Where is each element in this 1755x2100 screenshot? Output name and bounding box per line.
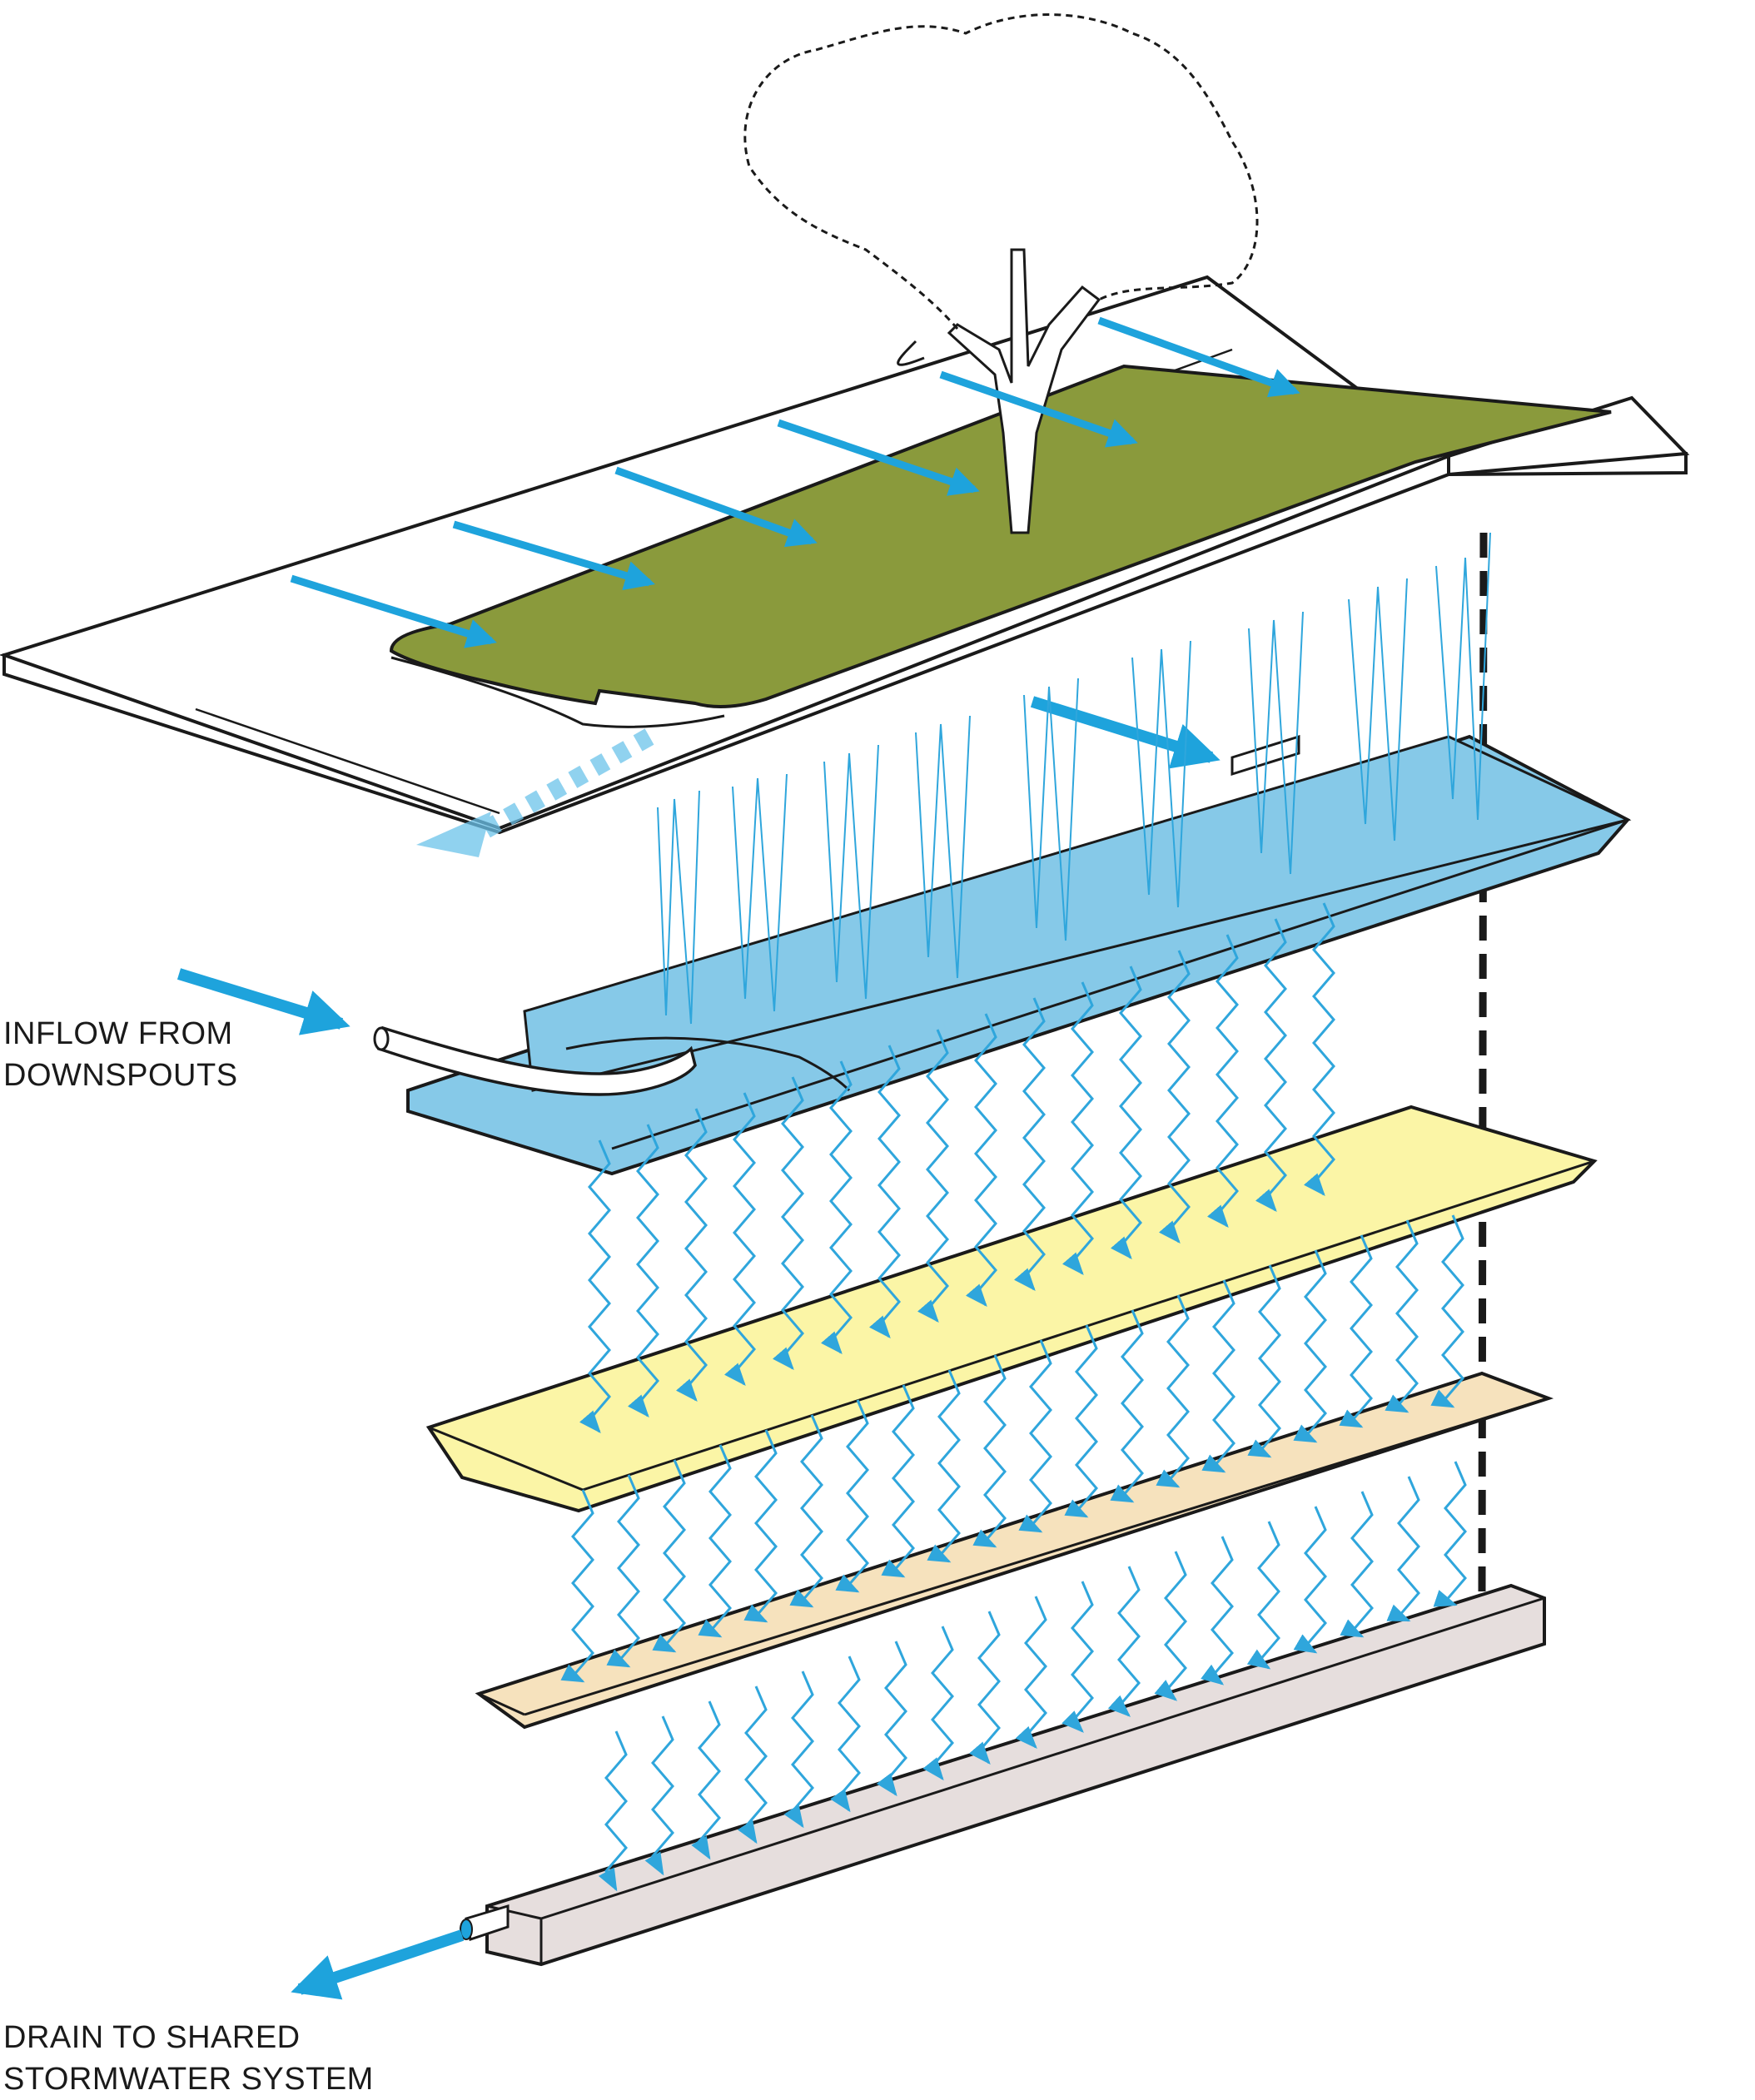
infiltration-zigzag bbox=[627, 1124, 659, 1418]
infiltration-zigzag bbox=[972, 1354, 1007, 1548]
infiltration-zigzag bbox=[723, 1092, 756, 1387]
infiltration-zigzag bbox=[868, 1045, 901, 1339]
inflow-arrow-street bbox=[1030, 696, 1221, 769]
infiltration-zigzag bbox=[1158, 950, 1191, 1244]
infiltration-zigzag bbox=[1255, 918, 1287, 1213]
infiltration-zigzag bbox=[1064, 1324, 1098, 1518]
infiltration-zigzag bbox=[1110, 966, 1142, 1260]
infiltration-zigzag bbox=[560, 1489, 594, 1683]
infiltration-zigzag bbox=[1061, 1581, 1094, 1733]
infiltration-zigzag bbox=[1430, 1214, 1464, 1408]
drain-arrow bbox=[291, 1929, 465, 2000]
infiltration-zigzag bbox=[965, 1013, 997, 1308]
infiltration-zigzag bbox=[1247, 1264, 1281, 1458]
infiltration-zigzag bbox=[1061, 981, 1094, 1276]
infiltration-zigzag bbox=[1340, 1491, 1374, 1638]
infiltration-zigzag bbox=[1154, 1551, 1187, 1701]
drain-label: DRAIN TO SHARED STORMWATER SYSTEM bbox=[3, 2017, 374, 2100]
surface-runoff-arrows bbox=[290, 316, 1300, 648]
infiltration-zigzag bbox=[820, 1060, 853, 1355]
infiltration-zigzag bbox=[1201, 1536, 1234, 1685]
ponding-water-layer bbox=[406, 734, 1632, 1176]
infiltration-zigzag bbox=[1293, 1506, 1327, 1654]
tree-icon bbox=[743, 13, 1259, 534]
infiltration-zigzag bbox=[917, 1029, 949, 1323]
infiltration-zigzag bbox=[1339, 1234, 1373, 1428]
infiltration-zigzag bbox=[772, 1076, 804, 1371]
infiltration-zigzag bbox=[698, 1444, 732, 1638]
gravel-layer bbox=[475, 1371, 1554, 1730]
infiltration-zigzag bbox=[1206, 934, 1239, 1229]
infiltration-zigzag bbox=[881, 1384, 915, 1578]
infiltration-zigzag bbox=[1015, 1596, 1047, 1749]
infiltration-zigzag bbox=[1246, 1521, 1280, 1670]
infiltration-zigzag bbox=[675, 1108, 708, 1402]
infiltration-zigzag bbox=[1386, 1476, 1420, 1622]
infiltration-zigzag bbox=[606, 1474, 640, 1668]
infiltration-zigzag bbox=[1293, 1249, 1327, 1443]
infiltration-zigzag bbox=[1201, 1279, 1235, 1473]
infiltration-zigzag bbox=[1018, 1339, 1052, 1533]
infiltration-zigzags bbox=[560, 902, 1467, 1892]
downspout-pipe bbox=[373, 1025, 697, 1096]
drain-label-line1: DRAIN TO SHARED bbox=[3, 2020, 301, 2055]
soil-media-layer bbox=[425, 1105, 1598, 1513]
infiltration-zigzag bbox=[743, 1429, 778, 1623]
infiltration-zigzag bbox=[783, 1671, 814, 1829]
inflow-label: INFLOW FROM DOWNSPOUTS bbox=[3, 1013, 238, 1096]
infiltration-zigzag bbox=[876, 1641, 907, 1797]
infiltration-zigzag bbox=[579, 1139, 611, 1434]
infiltration-zigzag bbox=[789, 1414, 823, 1608]
infiltration-zigzag bbox=[830, 1656, 861, 1813]
infiltration-zigzag bbox=[922, 1626, 954, 1781]
inflow-label-line2: DOWNSPOUTS bbox=[3, 1058, 238, 1093]
evapotranspiration-lines bbox=[657, 532, 1491, 1025]
infiltration-zigzag bbox=[1156, 1294, 1190, 1488]
infiltration-zigzag bbox=[1110, 1309, 1144, 1503]
underdrain-pipe bbox=[460, 1583, 1546, 1967]
drain-label-line2: STORMWATER SYSTEM bbox=[3, 2062, 374, 2097]
curb-curve bbox=[390, 656, 725, 728]
infiltration-zigzag bbox=[1013, 997, 1046, 1292]
infiltration-zigzag bbox=[1303, 902, 1335, 1197]
inflow-label-line1: INFLOW FROM bbox=[3, 1016, 233, 1051]
infiltration-zigzag bbox=[1433, 1461, 1467, 1607]
infiltration-zigzag bbox=[968, 1611, 1001, 1765]
infiltration-zigzag bbox=[737, 1685, 768, 1844]
overflow-arrow bbox=[416, 728, 654, 857]
infiltration-zigzag bbox=[691, 1700, 721, 1860]
inflow-arrow-downspouts bbox=[176, 968, 351, 1035]
infiltration-zigzag bbox=[598, 1730, 628, 1892]
infiltration-zigzag bbox=[835, 1399, 869, 1593]
infiltration-zigzag bbox=[927, 1369, 961, 1563]
infiltration-zigzag bbox=[1107, 1566, 1141, 1717]
infiltration-zigzag bbox=[652, 1459, 686, 1653]
infiltration-zigzag bbox=[644, 1715, 674, 1876]
infiltration-zigzag bbox=[1385, 1219, 1419, 1413]
